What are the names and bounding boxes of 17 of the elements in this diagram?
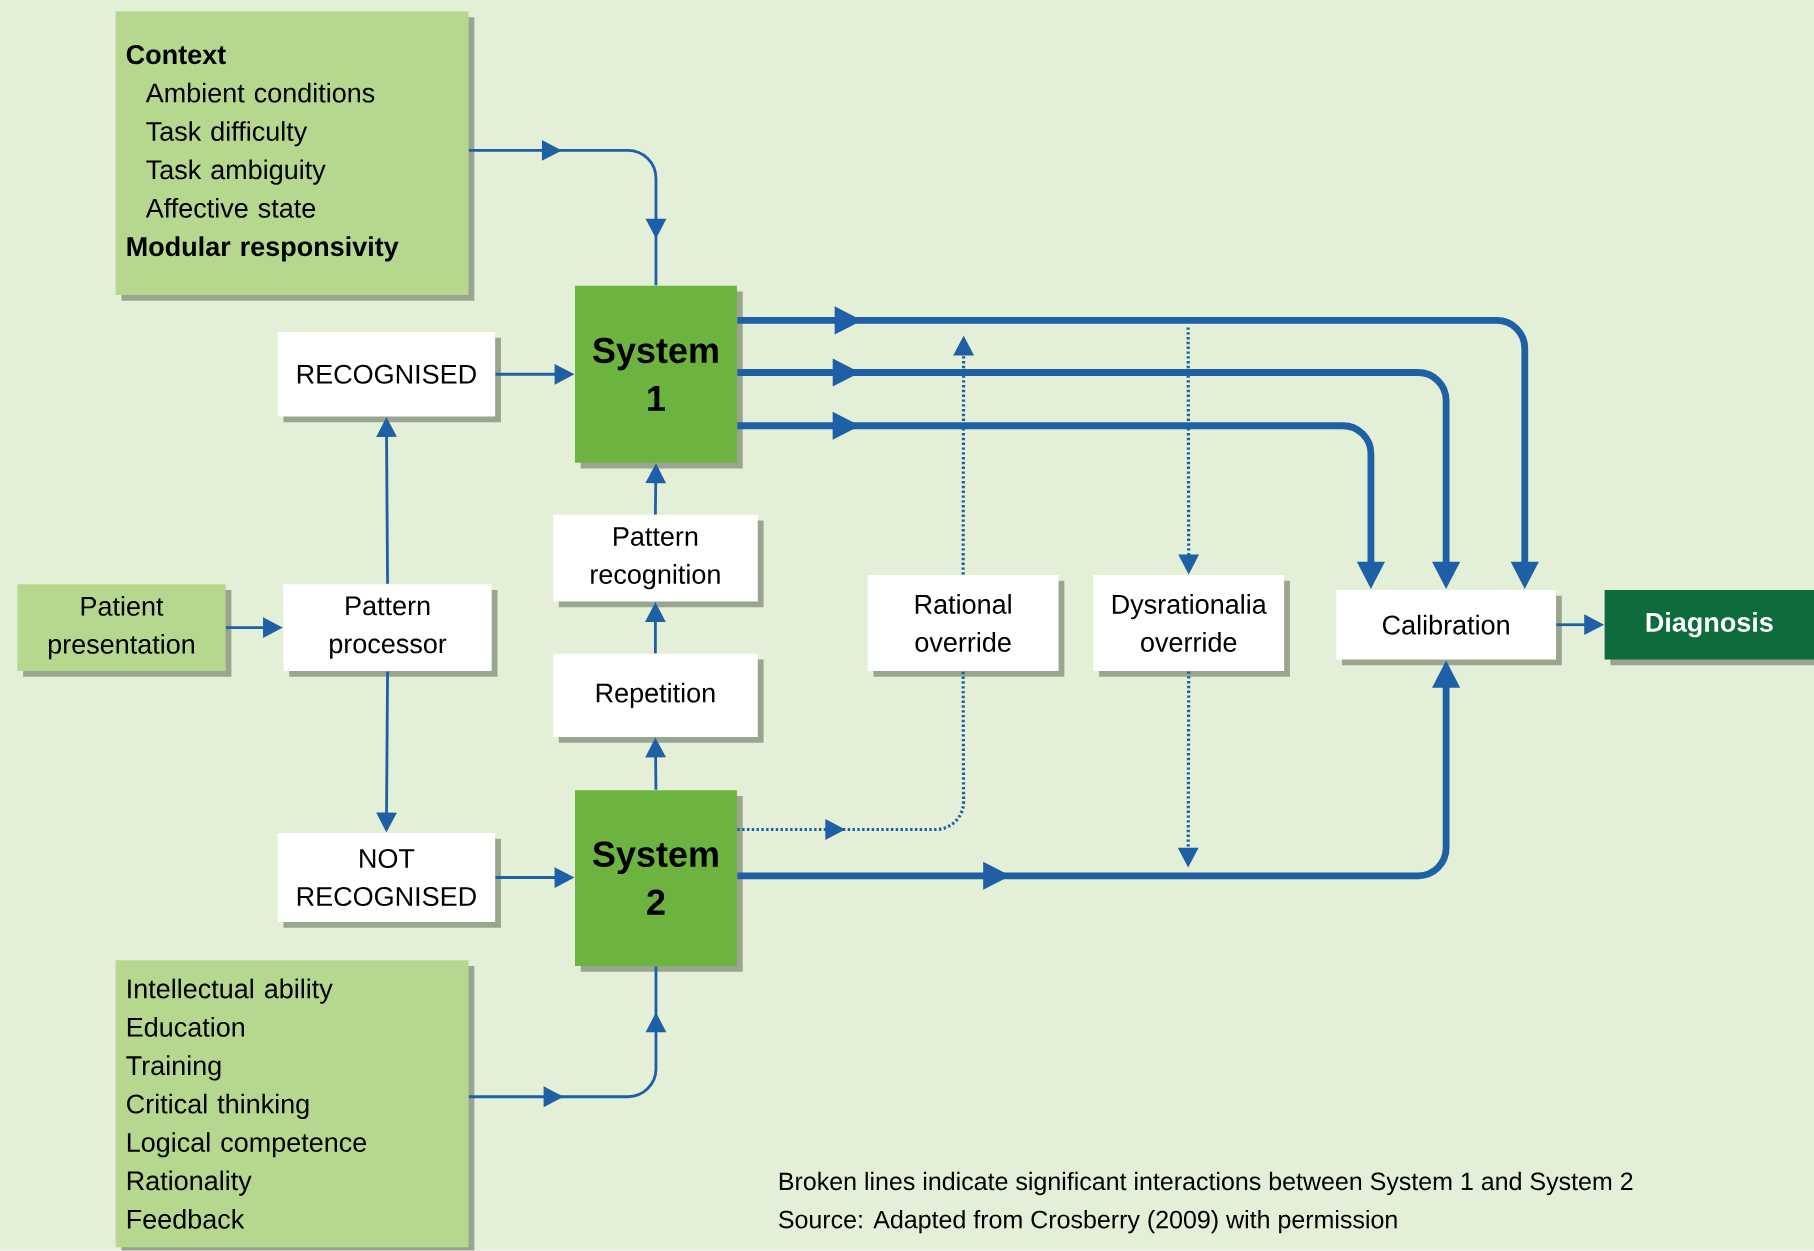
process-box: Pattern recognition [553, 515, 764, 608]
process-box: NOT RECOGNISED [277, 833, 501, 929]
system-box: System 1 [575, 285, 743, 469]
process-box: Pattern processor [283, 584, 498, 677]
process-box: Calibration [1336, 590, 1562, 666]
note-text: Broken lines indicate significant interactions between System 1 and System 2 [779, 1172, 1633, 1196]
process-box: Dysrationalia override [1093, 575, 1290, 677]
output-box: Diagnosis [1604, 590, 1814, 666]
factor-box: Context Ambient conditions Task difficulty Task ambiguity Affective state Modular responsivity [115, 11, 475, 301]
factor-box: Intellectual ability Education Training Critical thinking Logical competence Rationality Feedback [115, 960, 475, 1251]
arrow [468, 140, 667, 286]
process-box: Rational override [867, 575, 1065, 677]
input-box: Patient presentation [17, 584, 232, 677]
system-box: System 2 [575, 790, 743, 972]
process-box: Repetition [553, 653, 764, 743]
note-text: Source: Adapted from Crosberry (2009) with permission [778, 1210, 1397, 1234]
process-box: RECOGNISED [277, 332, 501, 423]
